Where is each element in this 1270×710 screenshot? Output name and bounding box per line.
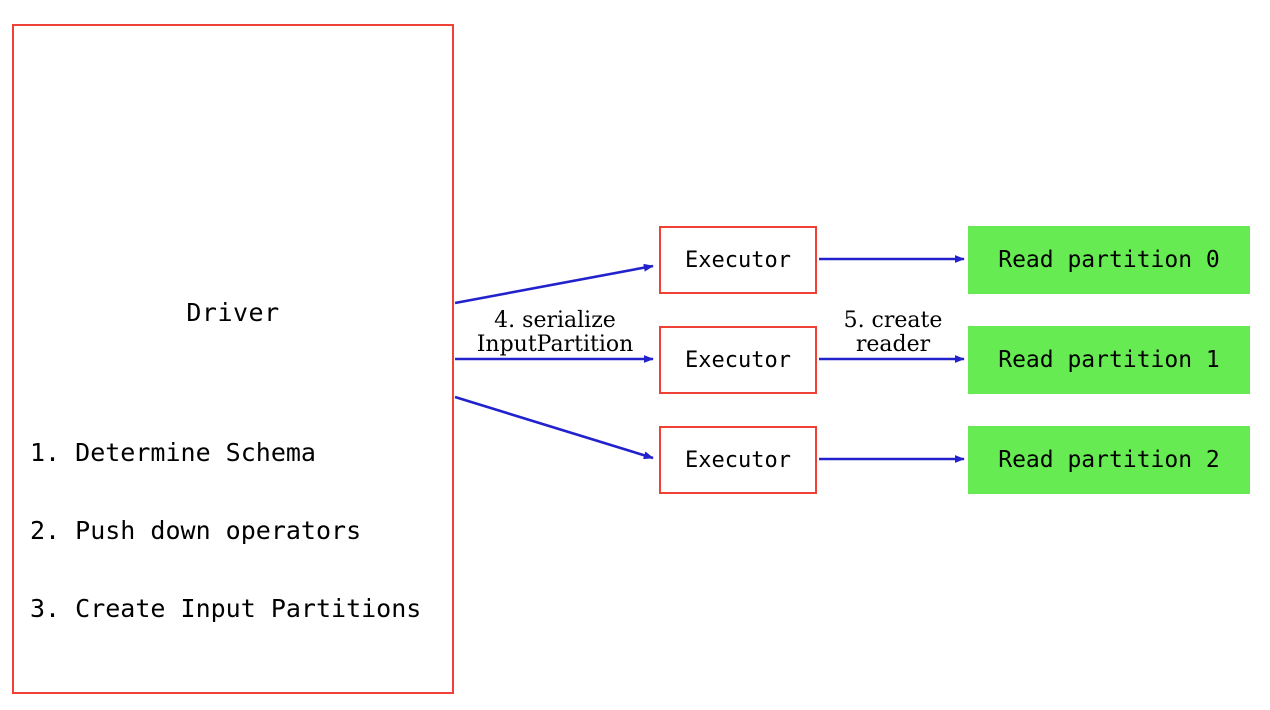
edge-label-serialize-input-partition: 4. serialize InputPartition <box>470 309 640 357</box>
driver-steps-list: 1. Determine Schema 2. Push down operato… <box>30 388 421 674</box>
driver-step-2: 2. Push down operators <box>30 516 362 545</box>
read-partition-label: Read partition 0 <box>998 247 1220 273</box>
driver-step-3: 3. Create Input Partitions <box>30 594 422 623</box>
edge-label-create-reader: 5. create reader <box>838 309 948 357</box>
executor-label: Executor <box>685 447 791 473</box>
arrow-driver-to-executor-1 <box>454 263 654 305</box>
read-partition-label: Read partition 2 <box>998 447 1220 473</box>
executor-label: Executor <box>685 347 791 373</box>
read-partition-label: Read partition 1 <box>998 347 1220 373</box>
driver-box: Driver 1. Determine Schema 2. Push down … <box>12 24 454 694</box>
executor-box-2: Executor <box>659 326 817 394</box>
edge-label-serialize-line-1: 4. serialize <box>494 308 616 333</box>
edge-label-create-reader-line-1: 5. create <box>843 308 943 333</box>
read-partition-box-2: Read partition 2 <box>968 426 1250 494</box>
driver-step-1: 1. Determine Schema <box>30 438 316 467</box>
arrow-driver-to-executor-3 <box>454 395 654 460</box>
edge-label-create-reader-line-2: reader <box>855 332 931 357</box>
driver-title: Driver <box>186 298 280 327</box>
read-partition-box-1: Read partition 1 <box>968 326 1250 394</box>
edge-label-serialize-line-2: InputPartition <box>476 332 634 357</box>
read-partition-box-0: Read partition 0 <box>968 226 1250 294</box>
executor-box-3: Executor <box>659 426 817 494</box>
executor-label: Executor <box>685 247 791 273</box>
executor-box-1: Executor <box>659 226 817 294</box>
